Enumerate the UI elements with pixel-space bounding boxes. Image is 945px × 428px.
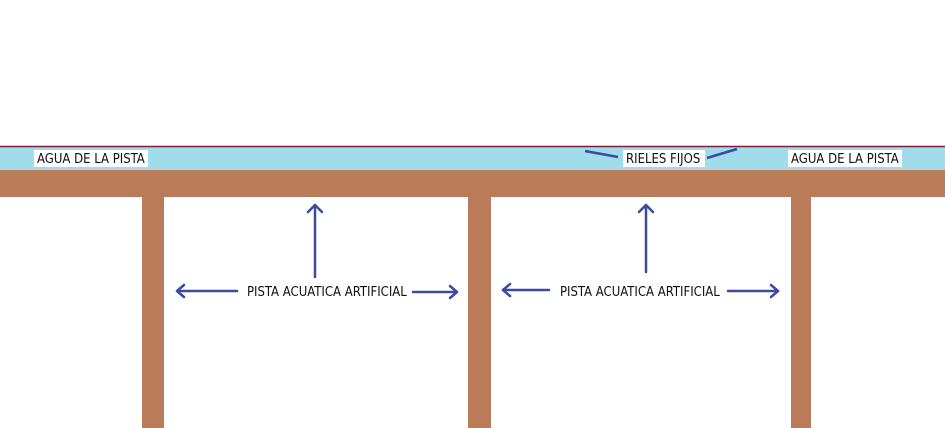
horizontal-beam xyxy=(0,170,945,197)
post-center xyxy=(468,197,491,428)
arrow-right-right-head xyxy=(769,283,780,299)
water-label-right-bg xyxy=(788,150,902,167)
track-label-left: PISTA ACUATICA ARTIFICIAL xyxy=(247,285,407,300)
rails-pointer-left xyxy=(584,149,619,159)
post-right xyxy=(791,197,811,428)
water-label-right: AGUA DE LA PISTA xyxy=(791,152,899,167)
arrow-up-left-head xyxy=(306,203,324,214)
post-left xyxy=(142,197,164,428)
left-bay-arrows xyxy=(175,203,459,300)
water-label-left: AGUA DE LA PISTA xyxy=(37,152,145,167)
water-strip xyxy=(0,146,945,170)
arrow-right-left-head xyxy=(448,284,459,300)
water-label-left-bg xyxy=(34,150,148,167)
rails-pointer-right xyxy=(706,147,738,160)
arrow-up-right-head xyxy=(637,203,655,214)
arrow-left-left-head xyxy=(175,283,186,299)
track-label-right: PISTA ACUATICA ARTIFICIAL xyxy=(560,285,720,300)
rails-label-bg xyxy=(623,150,705,167)
rails-label: RIELES FIJOS xyxy=(626,152,700,167)
arrow-left-right-head xyxy=(501,282,512,298)
right-bay-arrows xyxy=(501,203,780,299)
